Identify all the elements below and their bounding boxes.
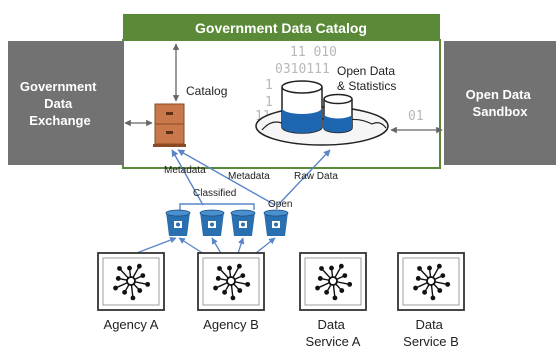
entity-ds-b-line-2: Service B <box>403 334 459 349</box>
network-node <box>430 295 436 301</box>
gov-data-exchange-line-3: Exchange <box>29 113 90 128</box>
binary-line-1: 11 010 <box>290 45 337 60</box>
binary-text: 11 010 0310111 1 1 11 01 <box>255 45 424 124</box>
gov-data-exchange-line-1: Government <box>20 79 97 94</box>
network-node <box>115 276 121 281</box>
network-hub <box>126 276 136 286</box>
network-node <box>437 288 443 293</box>
bucket-icon-2 <box>199 209 225 236</box>
network-node <box>342 273 348 279</box>
arrow-metadata-mid <box>177 149 276 206</box>
entity-agency-b-line-1: Agency B <box>203 317 259 332</box>
arrow-metadata-left <box>171 149 204 206</box>
network-node <box>245 281 251 287</box>
bucket-icons <box>165 209 289 236</box>
network-node <box>324 289 330 295</box>
network-node <box>332 295 338 301</box>
entity-ds-a-line-1: Data <box>317 317 345 332</box>
database-island-icon <box>255 80 389 146</box>
open-data-sandbox-line-1: Open Data <box>466 87 532 102</box>
open-data-sandbox-line-2: Sandbox <box>473 104 529 119</box>
network-node <box>240 273 246 279</box>
cabinet-icon <box>153 103 186 147</box>
network-node <box>236 263 242 269</box>
entity-label-data-service-b: Data Service B <box>403 317 459 349</box>
network-node <box>227 265 232 271</box>
network-icon-3 <box>315 263 353 301</box>
network-node <box>329 265 334 271</box>
network-node <box>237 288 243 293</box>
network-node <box>137 288 143 293</box>
network-node <box>213 285 218 291</box>
entity-ds-a-line-2: Service A <box>306 334 361 349</box>
gov-data-exchange-line-2: Data <box>44 96 73 111</box>
bucket-icon-3 <box>230 209 256 236</box>
network-node <box>319 266 324 271</box>
network-node <box>222 289 228 295</box>
network-node <box>315 285 320 291</box>
network-icon-4 <box>413 263 451 301</box>
binary-line-3: 1 <box>265 78 273 93</box>
classified-bracket <box>179 203 255 210</box>
network-node <box>436 263 442 269</box>
binary-line-4: 1 <box>265 95 273 110</box>
header-title: Government Data Catalog <box>195 20 367 36</box>
network-node <box>217 266 222 271</box>
entity-ds-b-line-1: Data <box>415 317 443 332</box>
open-data-sandbox-label: Open Data Sandbox <box>466 87 535 119</box>
entity-label-data-service-a: Data Service A <box>306 317 361 349</box>
network-node <box>445 281 451 287</box>
flow-label-metadata-mid: Metadata <box>228 171 270 182</box>
entity-label-agency-a: Agency A <box>104 317 159 332</box>
entity-agency-a-line-1: Agency A <box>104 317 159 332</box>
open-data-line-2: & Statistics <box>337 79 396 93</box>
network-hub <box>426 276 436 286</box>
network-node <box>130 295 136 301</box>
entity-label-agency-b: Agency B <box>203 317 259 332</box>
gov-data-exchange-box <box>8 41 123 165</box>
gov-data-exchange-label: Government Data Exchange <box>20 79 100 128</box>
network-node <box>215 276 221 281</box>
network-icon-1 <box>113 263 151 301</box>
open-data-line-1: Open Data <box>337 64 395 78</box>
bucket-icon-1 <box>165 209 191 236</box>
flow-label-open: Open <box>268 199 292 210</box>
binary-line-6: 01 <box>408 109 424 124</box>
network-node <box>422 289 428 295</box>
catalog-label: Catalog <box>186 84 227 98</box>
network-node <box>339 288 345 293</box>
network-node <box>427 265 432 271</box>
flow-label-metadata-left: Metadata <box>164 165 206 176</box>
network-icon-2 <box>213 263 251 301</box>
network-node <box>440 273 446 279</box>
network-node <box>122 289 128 295</box>
network-node <box>136 263 142 269</box>
entity-boxes <box>97 252 465 311</box>
network-node <box>417 266 422 271</box>
network-node <box>338 263 344 269</box>
network-node <box>113 285 118 291</box>
network-node <box>127 265 132 271</box>
network-node <box>117 266 122 271</box>
network-node <box>415 276 421 281</box>
open-data-label: Open Data & Statistics <box>337 64 398 93</box>
network-hub <box>328 276 338 286</box>
network-node <box>230 295 236 301</box>
arrow-raw-data <box>277 149 331 206</box>
open-data-sandbox-box <box>444 41 556 165</box>
arrow-agencyA-b1 <box>133 237 177 255</box>
network-node <box>347 281 353 287</box>
flow-arrows <box>171 149 331 206</box>
bucket-icon-4 <box>263 209 289 236</box>
network-hub <box>226 276 236 286</box>
network-node <box>317 276 323 281</box>
network-node <box>145 281 151 287</box>
header-bar <box>123 14 440 41</box>
network-node <box>413 285 418 291</box>
flow-label-raw-data: Raw Data <box>294 171 338 182</box>
network-node <box>140 273 146 279</box>
flow-label-classified: Classified <box>193 188 236 199</box>
binary-line-2: 0310111 <box>275 62 330 77</box>
